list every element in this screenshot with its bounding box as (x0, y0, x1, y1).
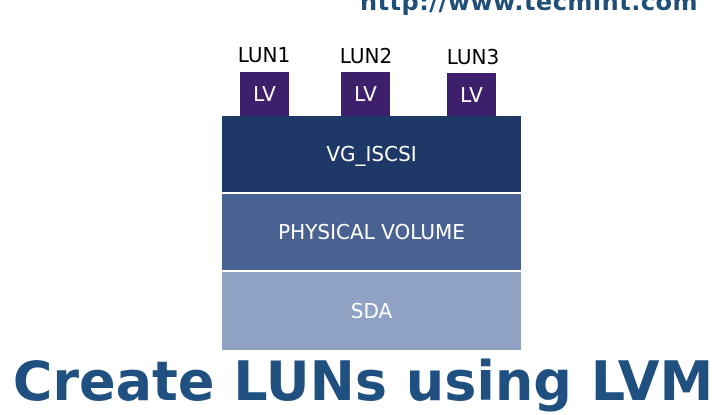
lv-box-1: LV (240, 72, 289, 116)
volume-group-layer: VG_ISCSI (222, 116, 521, 192)
headline-title: Create LUNs using LVM (12, 350, 714, 413)
lv-box-2: LV (341, 72, 390, 116)
lun3-label: LUN3 (446, 45, 500, 69)
physical-volume-layer: PHYSICAL VOLUME (222, 194, 521, 270)
lun1-label: LUN1 (237, 43, 291, 67)
lun2-label: LUN2 (339, 44, 393, 68)
watermark-url: http://www.tecmint.com (360, 0, 699, 16)
sda-disk-layer: SDA (222, 272, 521, 350)
lv-box-3: LV (447, 73, 496, 117)
